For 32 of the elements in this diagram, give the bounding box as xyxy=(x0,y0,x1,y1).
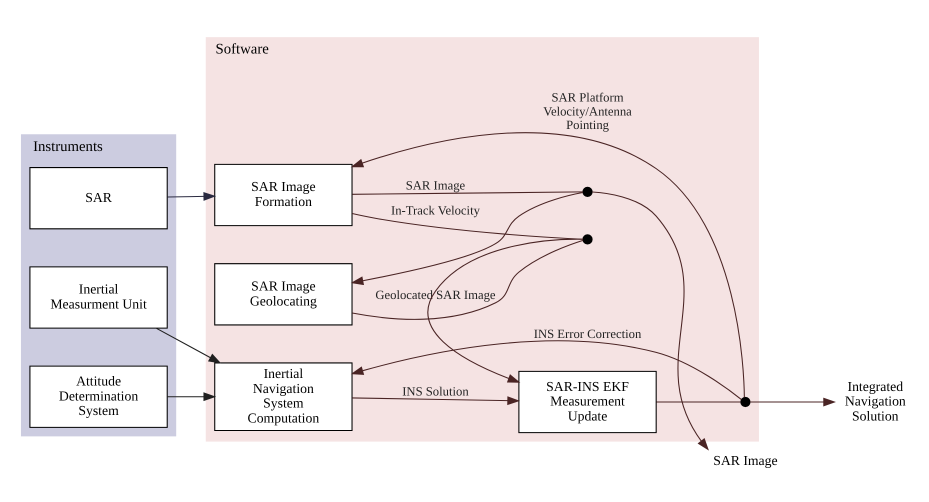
node-box: SAR xyxy=(29,167,168,230)
arrow xyxy=(750,398,836,406)
node-circle xyxy=(740,396,750,408)
connector xyxy=(352,213,583,240)
edge-label: In-Track Velocity xyxy=(390,204,480,218)
arrow xyxy=(168,192,216,201)
connector xyxy=(352,240,584,320)
arrow xyxy=(352,396,520,406)
arrow xyxy=(156,328,222,364)
arrow xyxy=(592,191,709,451)
edge-label: Geolocated SAR Image xyxy=(375,288,496,302)
arrow xyxy=(168,392,216,402)
edge-label: INS Error Correction xyxy=(534,327,642,342)
connector xyxy=(352,191,583,195)
node-box: Inertial Measurment Unit xyxy=(29,266,168,329)
node-box: Attitude Determination System xyxy=(29,366,168,428)
node-text: Integrated Navigation Solution xyxy=(844,378,906,424)
arrow xyxy=(350,192,583,286)
arrow xyxy=(428,238,583,383)
edge-label: SAR Image xyxy=(406,178,466,192)
arrow xyxy=(350,132,745,398)
node-circle xyxy=(582,186,593,197)
edge-label: SAR Platform Velocity/Antenna Pointing xyxy=(543,90,632,132)
node-box: SAR Image Formation xyxy=(214,164,353,226)
arrow xyxy=(350,340,742,400)
node-text: SAR Image xyxy=(713,452,778,468)
node-box: Inertial Navigation System Computation xyxy=(214,362,353,432)
connector xyxy=(656,402,741,403)
node-box: SAR Image Geolocating xyxy=(214,263,353,326)
node-circle xyxy=(582,234,593,244)
edge-label: INS Solution xyxy=(402,384,469,398)
node-box: SAR-INS EKF Measurement Update xyxy=(518,370,657,434)
